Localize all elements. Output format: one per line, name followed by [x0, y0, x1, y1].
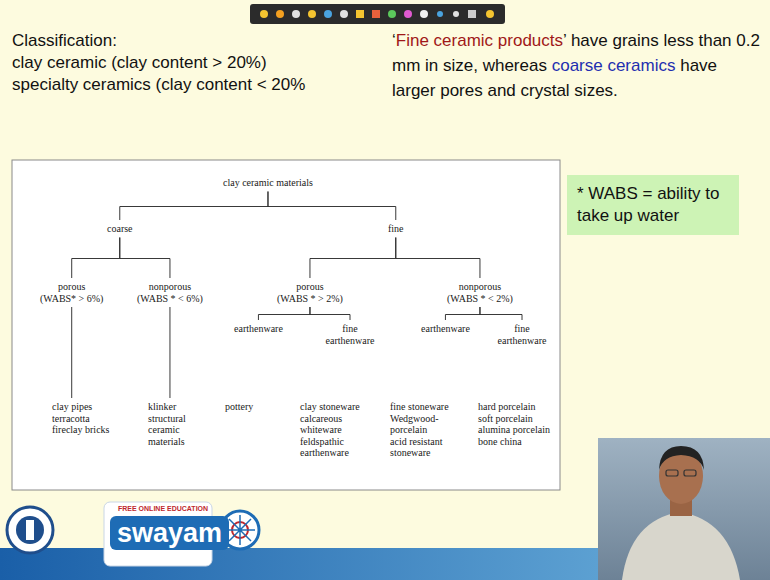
type-node: fine earthenware	[492, 322, 552, 347]
node-text: acid resistant stoneware	[390, 436, 468, 459]
diagram-frame	[12, 160, 560, 490]
tree-connector	[268, 192, 396, 221]
node-text: (WABS * < 6%)	[137, 293, 203, 305]
node-text: soft porcelain	[478, 413, 550, 425]
node-text: feldspathic earthenware	[300, 436, 370, 459]
node-text: * WABS = ability to take up water	[577, 183, 729, 227]
tree-connector	[396, 238, 480, 279]
class-node: porous(WABS* > 6%)	[38, 280, 105, 305]
tree-connector	[258, 307, 310, 320]
example-list: clay stonewarecalcareous whitewarefeldsp…	[298, 400, 372, 460]
node-text: clay stoneware	[300, 401, 370, 413]
node-text: clay ceramic materials	[223, 177, 313, 189]
node-text: klinker	[148, 401, 200, 413]
node-text: calcareous whiteware	[300, 413, 370, 436]
tree-connector	[120, 238, 170, 279]
tree-connector	[480, 307, 522, 320]
node-text: nonporous	[137, 281, 203, 293]
logo-tagline: FREE ONLINE EDUCATION	[118, 505, 208, 512]
node-text: fine	[388, 223, 404, 235]
node-text: fine stoneware	[390, 401, 468, 413]
class-line: specialty ceramics (clay content < 20%	[12, 74, 305, 96]
node-text: earthenware	[421, 323, 470, 335]
institute-logo	[7, 507, 53, 553]
node-text: hard porcelain	[478, 401, 550, 413]
class-line: clay ceramic (clay content > 20%)	[12, 52, 305, 74]
quote-mark: ‘	[392, 31, 396, 50]
class-node: porous(WABS * > 2%)	[275, 280, 345, 305]
logo-wordmark: swayam	[110, 516, 229, 550]
node-text: (WABS * < 2%)	[447, 293, 513, 305]
definition-text: ‘Fine ceramic products’ have grains less…	[392, 28, 762, 103]
node-text: porous	[277, 281, 343, 293]
node-text: terracotta	[52, 413, 132, 425]
toolbar	[250, 4, 505, 24]
node-text: fine earthenware	[494, 323, 550, 346]
tree-connector	[310, 307, 350, 320]
tree-connector	[120, 192, 268, 221]
node-text: porous	[40, 281, 103, 293]
example-list: hard porcelainsoft porcelainalumina porc…	[476, 400, 552, 448]
node-text: pottery	[225, 401, 253, 413]
node-text: fireclay bricks	[52, 424, 132, 436]
type-node: fine earthenware	[320, 322, 380, 347]
tree-connector	[169, 307, 170, 398]
node-text: nonporous	[447, 281, 513, 293]
note-box: * WABS = ability to take up water	[567, 175, 739, 235]
tree-connector	[72, 238, 120, 279]
node-text: clay pipes	[52, 401, 132, 413]
tree-connector	[71, 307, 72, 398]
node-text: bone china	[478, 436, 550, 448]
node-text: Wedgwood-porcelain	[390, 413, 468, 436]
type-node: earthenware	[419, 322, 472, 336]
root-node: clay ceramic materials	[221, 176, 315, 190]
highlight-term: Fine ceramic products	[396, 31, 563, 50]
node-text: (WABS* > 6%)	[40, 293, 103, 305]
heading: Classification:	[12, 30, 305, 52]
class-node: nonporous(WABS * < 6%)	[135, 280, 205, 305]
node-text: coarse	[107, 223, 133, 235]
example-list: pottery	[223, 400, 255, 414]
classification-text: Classification: clay ceramic (clay conte…	[12, 30, 305, 96]
example-list: klinkerstructural ceramic materials	[146, 400, 202, 448]
presenter-video	[598, 438, 770, 580]
tree-connector	[445, 307, 480, 320]
type-node: earthenware	[232, 322, 285, 336]
example-list: clay pipesterracottafireclay bricks	[50, 400, 134, 437]
tree-connector	[310, 238, 396, 279]
node-text: fine earthenware	[322, 323, 378, 346]
branch-node: coarse	[105, 222, 135, 236]
example-list: fine stonewareWedgwood-porcelainacid res…	[388, 400, 470, 460]
node-text: earthenware	[234, 323, 283, 335]
class-node: nonporous(WABS * < 2%)	[445, 280, 515, 305]
highlight-term: coarse ceramics	[552, 56, 676, 75]
branch-node: fine	[386, 222, 406, 236]
node-text: alumina porcelain	[478, 424, 550, 436]
node-text: (WABS * > 2%)	[277, 293, 343, 305]
node-text: structural ceramic materials	[148, 413, 200, 448]
